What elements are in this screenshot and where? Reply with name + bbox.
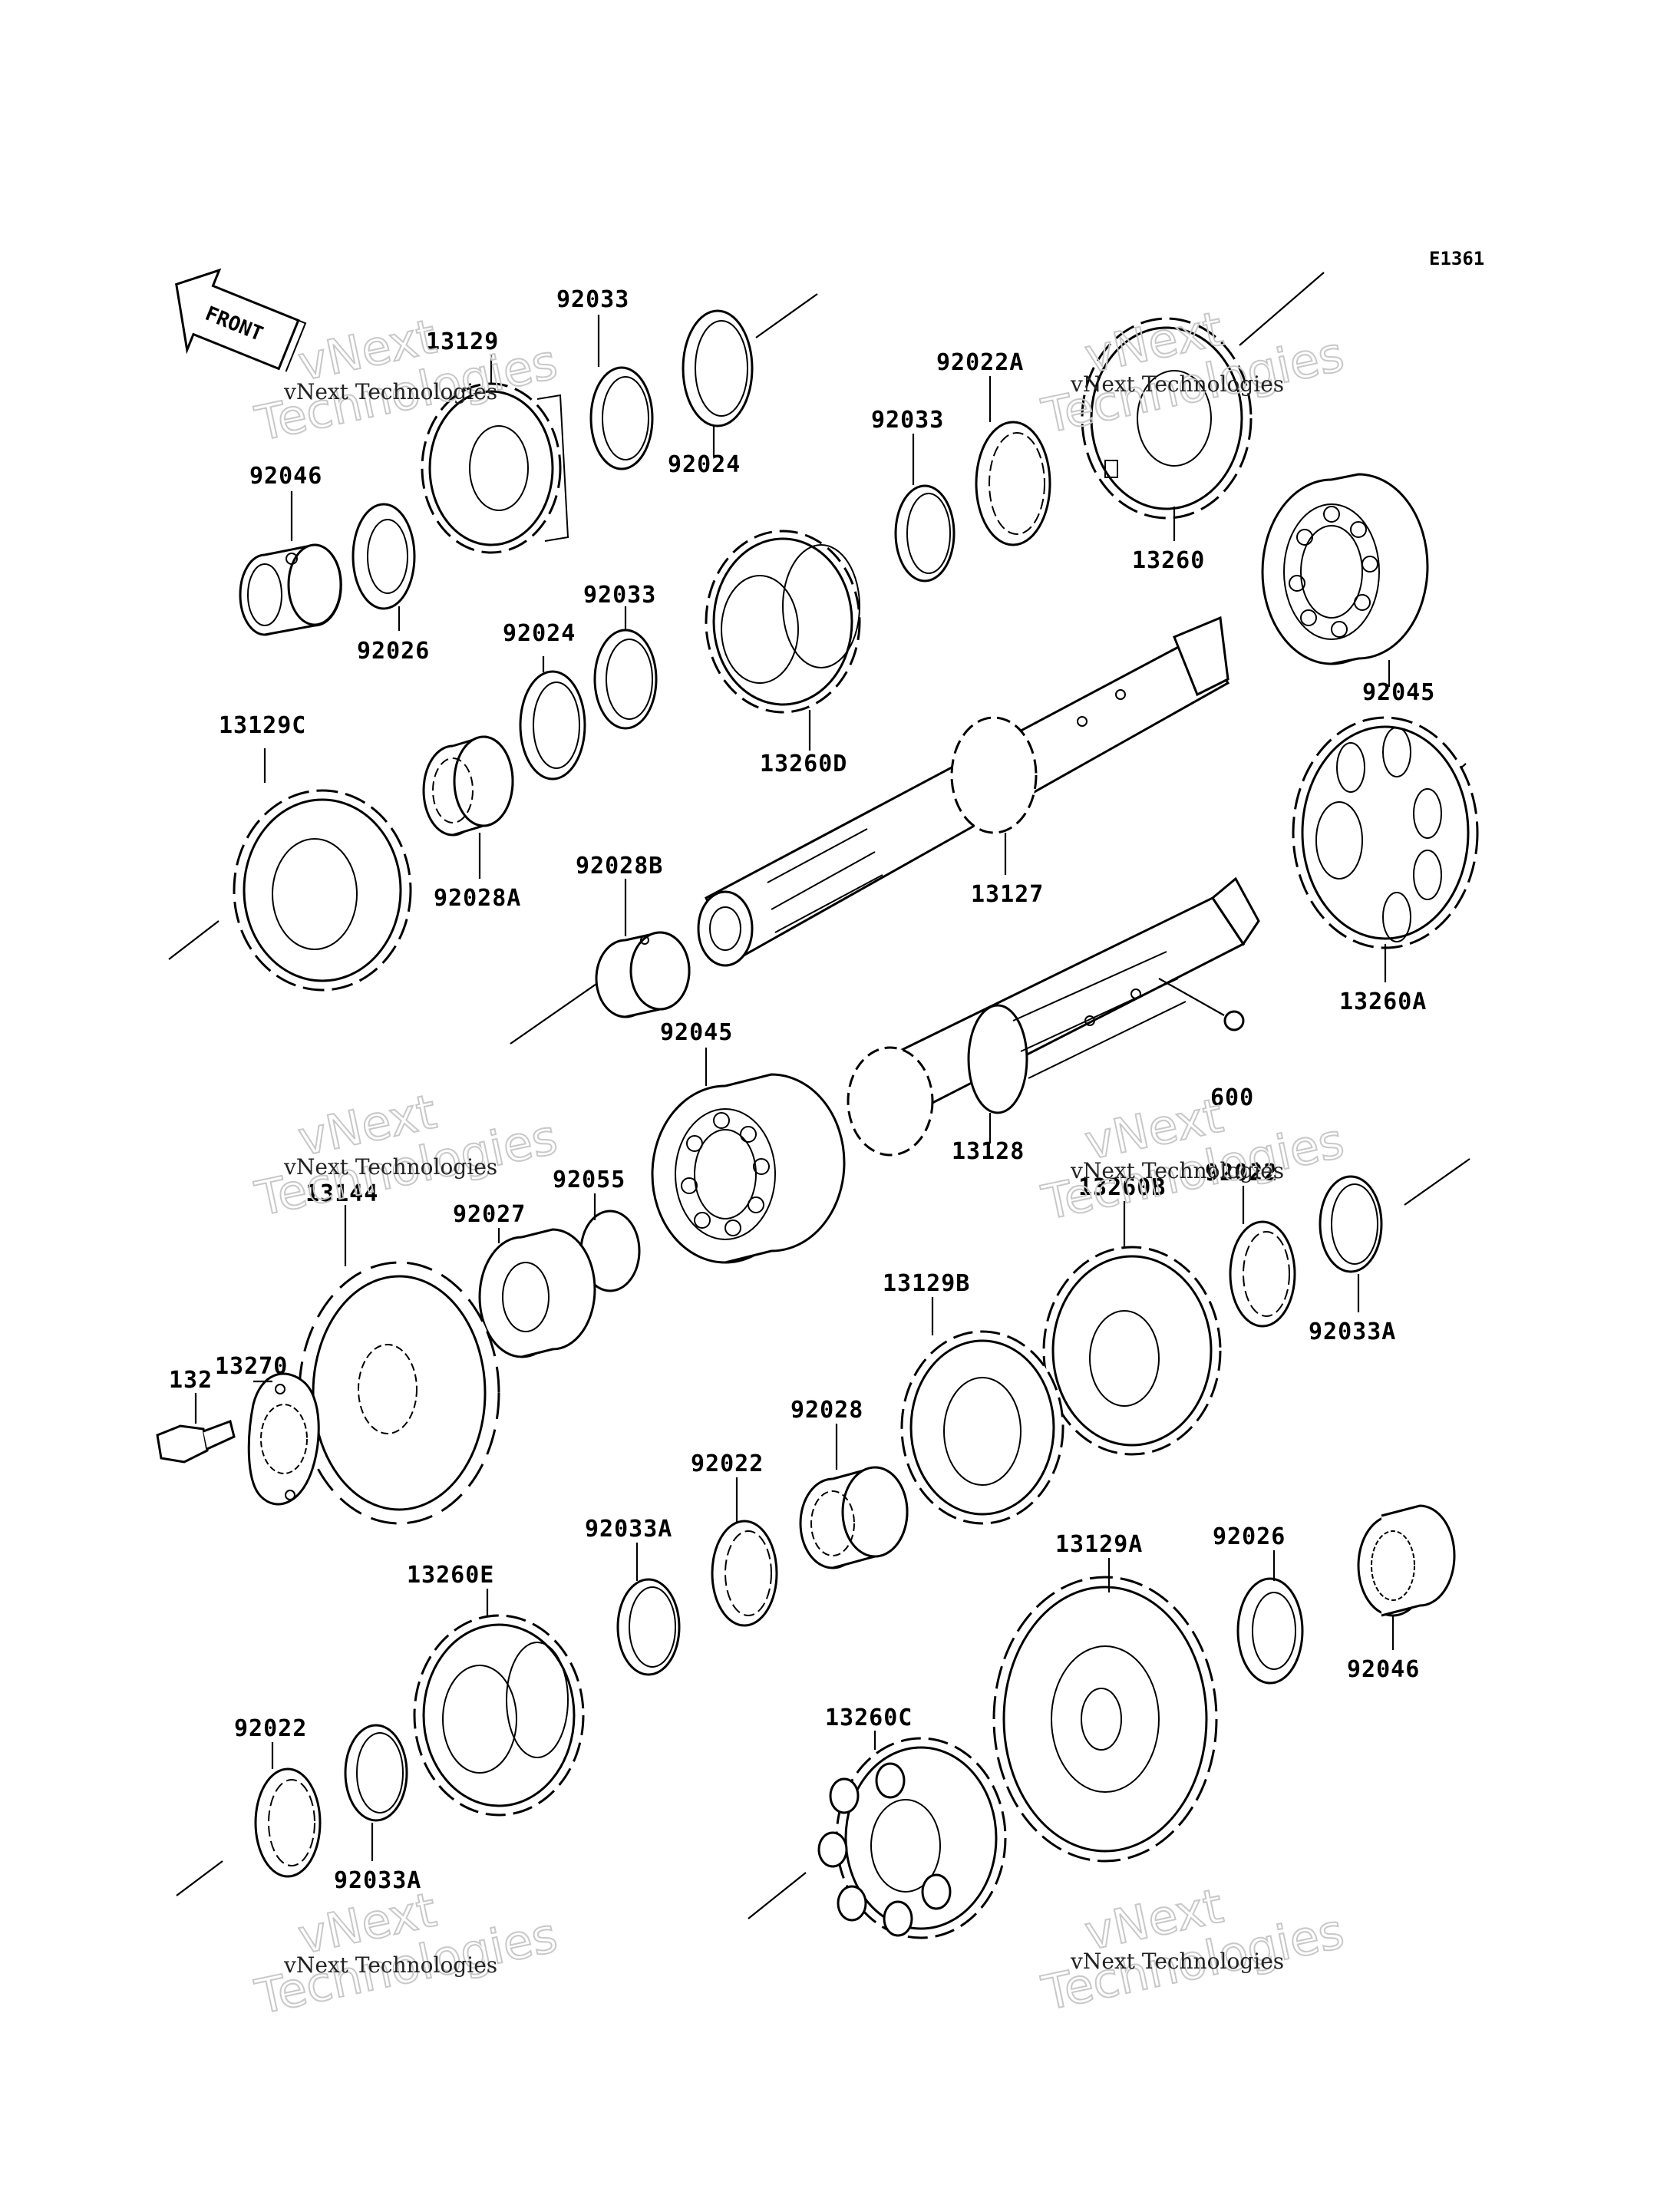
label-92027: 92027 <box>453 1201 526 1228</box>
bushing-92046-top <box>239 543 342 636</box>
leader-lines <box>194 315 1394 1861</box>
part-labels: 92033 13129 92046 92026 92024 92022A 920… <box>169 286 1435 1894</box>
gear-13260C <box>817 1737 1007 1939</box>
circlip-92033A-bottom <box>344 1724 408 1822</box>
bushing-92046-bottom <box>1357 1504 1456 1617</box>
label-92026-bottom: 92026 <box>1213 1523 1286 1550</box>
label-92033-top: 92033 <box>556 286 629 313</box>
washer-92022-right <box>1229 1220 1296 1328</box>
svg-text:vNext Technologies: vNext Technologies <box>283 1952 497 1978</box>
gear-13129 <box>421 382 569 554</box>
bearing-92045-right <box>1261 473 1429 665</box>
label-92033-center: 92033 <box>583 582 656 609</box>
label-92026-top: 92026 <box>357 638 430 665</box>
label-92028A: 92028A <box>434 885 521 912</box>
svg-text:vNext Technologies: vNext Technologies <box>1070 371 1284 397</box>
sprocket-13144 <box>298 1261 500 1525</box>
label-92033A-bottom: 92033A <box>334 1867 421 1894</box>
front-arrow-icon: FRONT <box>175 268 307 372</box>
circlip-92033-center <box>593 629 658 730</box>
label-13128: 13128 <box>952 1138 1025 1165</box>
washer-92022A <box>975 421 1051 546</box>
label-132: 132 <box>169 1367 213 1394</box>
circlip-92033-top <box>589 366 654 470</box>
axis-lines <box>168 272 1470 1919</box>
gear-13260B <box>1042 1246 1222 1456</box>
label-92022-right: 92022 <box>1205 1160 1278 1186</box>
watermark-bottom-right: vNext Technologies vNext Technologies <box>1036 1876 1349 2021</box>
washer-92026-bottom <box>1236 1577 1304 1685</box>
label-13129B: 13129B <box>883 1270 970 1297</box>
label-92022-middle: 92022 <box>691 1450 764 1477</box>
label-92024-top: 92024 <box>668 451 741 478</box>
label-13260D: 13260D <box>760 751 847 777</box>
label-92024-center: 92024 <box>503 620 576 647</box>
label-92045-middle: 92045 <box>660 1019 733 1046</box>
gear-13129A <box>992 1576 1218 1863</box>
gear-13129C <box>233 789 412 992</box>
label-92046-top: 92046 <box>249 463 322 490</box>
label-13129: 13129 <box>426 328 499 355</box>
label-13144: 13144 <box>305 1180 378 1207</box>
gear-13129B <box>900 1330 1064 1525</box>
circlip-92033A-right <box>1319 1175 1383 1273</box>
label-13270: 13270 <box>215 1353 288 1380</box>
label-92033A-right: 92033A <box>1309 1318 1396 1345</box>
ball-600 <box>1158 978 1245 1031</box>
svg-text:vNext Technologies: vNext Technologies <box>1070 1158 1284 1183</box>
diagram-code: E1361 <box>1429 248 1484 269</box>
label-13260E: 13260E <box>407 1562 494 1589</box>
bearing-92045-middle <box>651 1073 846 1264</box>
washer-92022-bottom <box>254 1767 322 1878</box>
label-13260B: 13260B <box>1078 1174 1166 1201</box>
label-13129C: 13129C <box>219 712 306 739</box>
label-92046-bottom: 92046 <box>1347 1656 1420 1683</box>
label-13260A: 13260A <box>1339 988 1427 1015</box>
collar-92027 <box>478 1228 596 1358</box>
label-92055: 92055 <box>553 1167 625 1193</box>
watermark-mid-right: vNext Technologies vNext Technologies <box>1036 1086 1349 1231</box>
shaft-13128 <box>847 876 1260 1157</box>
shaft-13127 <box>697 616 1230 967</box>
plate-13270 <box>247 1372 320 1506</box>
label-13129A: 13129A <box>1055 1531 1143 1558</box>
label-92045-right: 92045 <box>1362 679 1435 706</box>
gear-13260A <box>1292 716 1479 949</box>
bushing-92028A <box>422 735 514 837</box>
svg-text:vNext Technologies: vNext Technologies <box>283 1154 497 1180</box>
gear-13260D <box>705 530 861 714</box>
label-13260: 13260 <box>1132 547 1205 574</box>
washer-92024-top <box>682 309 754 427</box>
washer-92026-top <box>352 503 416 610</box>
washer-92024-center <box>519 670 586 781</box>
label-92033A-middle: 92033A <box>585 1516 672 1543</box>
circlip-92033A-middle <box>616 1578 681 1676</box>
label-92022A: 92022A <box>936 349 1024 376</box>
label-600: 600 <box>1210 1084 1254 1111</box>
svg-text:vNext Technologies: vNext Technologies <box>1070 1949 1284 1974</box>
svg-text:vNext Technologies: vNext Technologies <box>283 379 497 404</box>
bushing-92028B <box>595 931 691 1018</box>
bolt-132 <box>156 1420 236 1464</box>
label-92022-bottom: 92022 <box>234 1715 307 1742</box>
label-13260C: 13260C <box>825 1705 913 1731</box>
label-13127: 13127 <box>971 881 1044 908</box>
label-92028: 92028 <box>790 1397 863 1424</box>
label-92033-mid: 92033 <box>871 407 944 434</box>
washer-92022-middle <box>711 1520 778 1627</box>
label-92028B: 92028B <box>576 853 663 880</box>
bushing-92028 <box>799 1466 909 1569</box>
gear-13260 <box>1081 317 1253 520</box>
gear-13260E <box>413 1614 585 1817</box>
circlip-92033-mid <box>894 484 956 583</box>
